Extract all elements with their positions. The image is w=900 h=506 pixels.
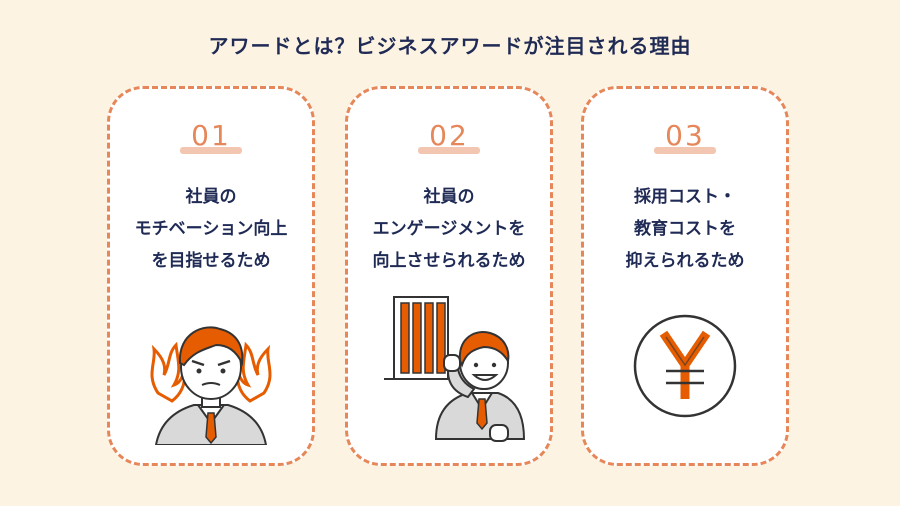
reason-card-2: 02 社員の エンゲージメントを 向上させられるため bbox=[345, 86, 553, 466]
card-text-line: を目指せるため bbox=[151, 251, 271, 271]
card-text-line: モチベーション向上 bbox=[134, 219, 288, 239]
card-number: 03 bbox=[665, 119, 705, 152]
number-underline bbox=[180, 147, 242, 154]
yen-coin-icon bbox=[633, 314, 737, 418]
card-text: 社員の エンゲージメントを 向上させられるため bbox=[348, 181, 550, 277]
motivated-businessman-icon bbox=[150, 326, 272, 445]
card-text-line: 採用コスト・ bbox=[634, 187, 736, 207]
card-text-line: 社員の bbox=[185, 187, 237, 207]
reason-card-1: 01 社員の モチベーション向上 を目指せるため bbox=[107, 86, 315, 466]
cheering-businessman-building-icon bbox=[384, 296, 526, 442]
card-text-line: 向上させられるため bbox=[372, 251, 526, 271]
card-text-line: 抑えられるため bbox=[625, 251, 745, 271]
reason-card-3: 03 採用コスト・ 教育コストを 抑えられるため bbox=[581, 86, 789, 466]
card-text: 採用コスト・ 教育コストを 抑えられるため bbox=[584, 181, 786, 277]
card-number: 01 bbox=[191, 119, 231, 152]
card-text-line: エンゲージメントを bbox=[372, 219, 526, 239]
card-number: 02 bbox=[429, 119, 469, 152]
card-text-line: 社員の bbox=[423, 187, 475, 207]
card-text-line: 教育コストを bbox=[634, 219, 736, 239]
number-underline bbox=[654, 147, 716, 154]
card-text: 社員の モチベーション向上 を目指せるため bbox=[110, 181, 312, 277]
number-underline bbox=[418, 147, 480, 154]
page-title: アワードとは？ビジネスアワードが注目される理由 bbox=[208, 34, 692, 58]
